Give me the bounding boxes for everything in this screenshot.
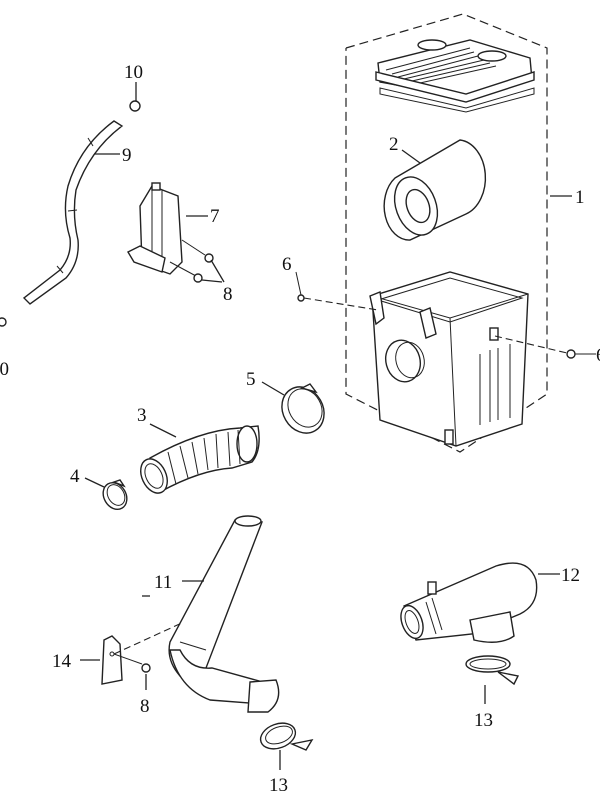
callout-8-bottom: 8: [140, 696, 150, 717]
air-box-body: [369, 271, 529, 447]
hose-clip-left: [0, 317, 7, 327]
hose-clamp-small: [84, 477, 128, 511]
breather-box: [127, 182, 208, 275]
callout-9: 9: [122, 145, 132, 166]
breather-hose: [22, 120, 124, 305]
hose-clip-top: [129, 82, 141, 112]
callout-6-right: 6: [596, 345, 600, 366]
callout-8-top: 8: [223, 284, 233, 305]
callout-13-right: 13: [474, 710, 493, 731]
callout-1: 1: [575, 187, 585, 208]
intake-duct-bellows: [140, 423, 260, 494]
callout-14: 14: [52, 651, 72, 672]
hose-clamp-large: [261, 381, 325, 434]
callout-10-left: 10: [0, 359, 9, 380]
callout-4: 4: [70, 466, 80, 487]
callout-12: 12: [561, 565, 580, 586]
callout-line-2: [401, 149, 421, 164]
hose-clamp-left: [259, 722, 314, 770]
hose-clamp-right: [465, 655, 520, 704]
callout-10-top: 10: [124, 62, 143, 83]
intake-pipe-left: [168, 515, 280, 713]
intake-pipe-right: [400, 562, 560, 643]
air-filter-element: [383, 139, 487, 241]
air-box-cover: [375, 39, 535, 113]
callout-5: 5: [246, 369, 256, 390]
assembly-boundary: [345, 13, 548, 453]
callout-6-left: 6: [282, 254, 292, 275]
breather-box-bolts: [169, 239, 225, 283]
bolt-6-right: [494, 335, 596, 359]
callout-7: 7: [210, 206, 220, 227]
callout-11: 11: [154, 572, 172, 593]
callout-13-left: 13: [269, 775, 288, 796]
callout-3: 3: [137, 405, 147, 426]
mounting-bracket: [80, 621, 185, 690]
bolt-6-left: [295, 271, 379, 311]
callout-2: 2: [389, 134, 399, 155]
